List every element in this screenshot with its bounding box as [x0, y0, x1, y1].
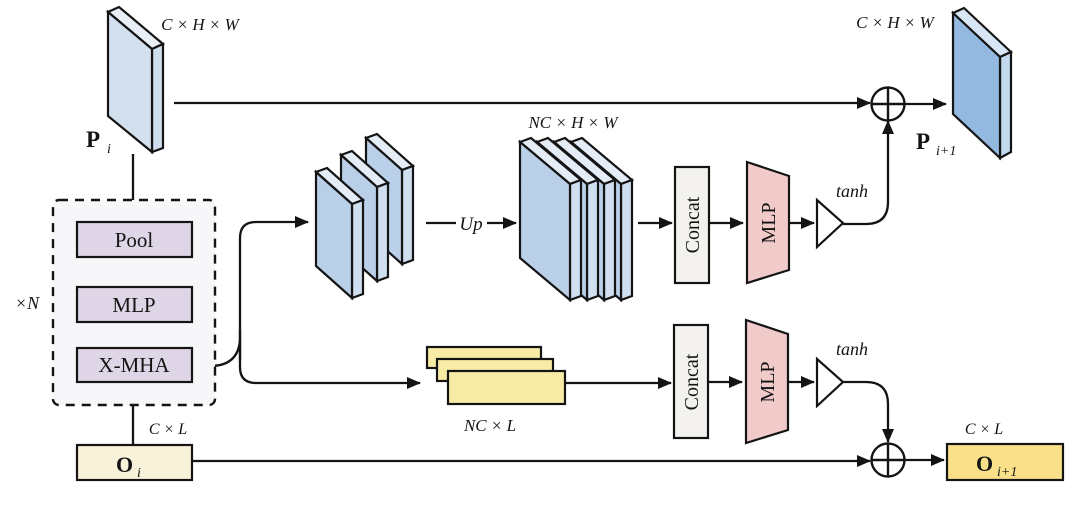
concat-box-top	[673, 165, 711, 285]
stack1-slab-front	[313, 166, 366, 301]
pool-label: Pool	[115, 228, 154, 252]
repeat-n-label: ×N	[15, 293, 40, 313]
pin-slab-front-face	[106, 9, 154, 155]
pin-label: P	[86, 127, 100, 152]
mlp-box	[75, 285, 194, 324]
pin-slab-side-face	[150, 42, 165, 154]
tanh-label-bottom: tanh	[836, 339, 868, 359]
edge-fork-bottom	[238, 330, 421, 389]
edge-tanh-to-add-bottom	[843, 380, 894, 443]
slab-front-face	[314, 169, 354, 301]
concat-label-bottom: Concat	[681, 353, 703, 410]
query-slab-front	[446, 369, 567, 406]
dim-label-pin: C × H × W	[161, 15, 241, 34]
plus-icon	[872, 88, 904, 120]
object-tensors	[75, 442, 1065, 482]
plus-icon	[872, 444, 904, 476]
pin-tensor-slab	[105, 5, 166, 155]
xmha-box	[75, 346, 194, 384]
pin-label-sub: i	[107, 142, 111, 157]
tanh-triangle-top	[815, 197, 845, 250]
add-node-top	[870, 86, 906, 122]
pnext-label-sub: i+1	[936, 144, 956, 159]
concat-box-bottom	[672, 323, 710, 440]
dim-label-pnext: C × H × W	[856, 13, 936, 32]
slab-side-face	[375, 181, 390, 283]
dim-label-query-stack: NC × L	[463, 416, 516, 435]
slab-front-face	[518, 139, 572, 303]
mlp-trapezoid-label-bottom: MLP	[757, 361, 779, 402]
mlp-trapezoid-label-top: MLP	[758, 202, 780, 243]
dim-label-feature-stack: NC × H × W	[527, 113, 619, 132]
dim-label-oin: C × L	[149, 421, 187, 438]
add-node-bottom	[870, 442, 906, 478]
tanh-label-top: tanh	[836, 181, 868, 201]
mlp-label: MLP	[112, 293, 155, 317]
pnext-tensor-slab	[951, 6, 1013, 161]
oin-box	[75, 443, 194, 482]
onext-box	[945, 442, 1065, 482]
oin-label-sub: i	[137, 466, 141, 481]
slab-side-face	[350, 198, 365, 300]
upsample-label: Up	[459, 214, 482, 235]
edges	[127, 97, 947, 467]
slab-side-face	[602, 178, 617, 302]
pool-box	[75, 220, 194, 259]
dim-label-onext: C × L	[965, 421, 1003, 438]
slab-side-face	[585, 178, 600, 302]
mlp-trapezoid-bottom	[744, 318, 790, 445]
onext-label-sub: i+1	[997, 465, 1017, 480]
slab-side-face	[619, 178, 634, 302]
xmha-label: X-MHA	[98, 353, 170, 377]
tanh-triangle-bottom	[815, 356, 845, 409]
pnext-slab-side-face	[998, 50, 1013, 160]
onext-label: O	[976, 451, 993, 476]
pnext-label: P	[916, 129, 930, 154]
repeated-module: Pool MLP X-MHA	[51, 198, 217, 407]
concat-label-top: Concat	[682, 196, 704, 253]
oin-label: O	[116, 452, 133, 477]
slab-side-face	[400, 164, 415, 266]
text-labels: C × H × W C × H × W NC × H × W NC × L C …	[15, 13, 1017, 481]
stack2-slab-front	[517, 136, 584, 303]
object-query-stack	[425, 345, 567, 406]
edge-fork-top	[238, 216, 309, 360]
feature-stack-large	[517, 136, 635, 303]
pnext-slab-front-face	[951, 10, 1002, 161]
feature-stack-small	[313, 132, 416, 301]
top-branch-ops: Concat MLP tanh	[673, 160, 868, 285]
edge-tanh-to-add-top	[843, 120, 894, 226]
bottom-branch-ops: Concat MLP tanh	[672, 318, 868, 445]
mlp-trapezoid-top	[745, 160, 791, 285]
slab-side-face	[568, 178, 583, 302]
